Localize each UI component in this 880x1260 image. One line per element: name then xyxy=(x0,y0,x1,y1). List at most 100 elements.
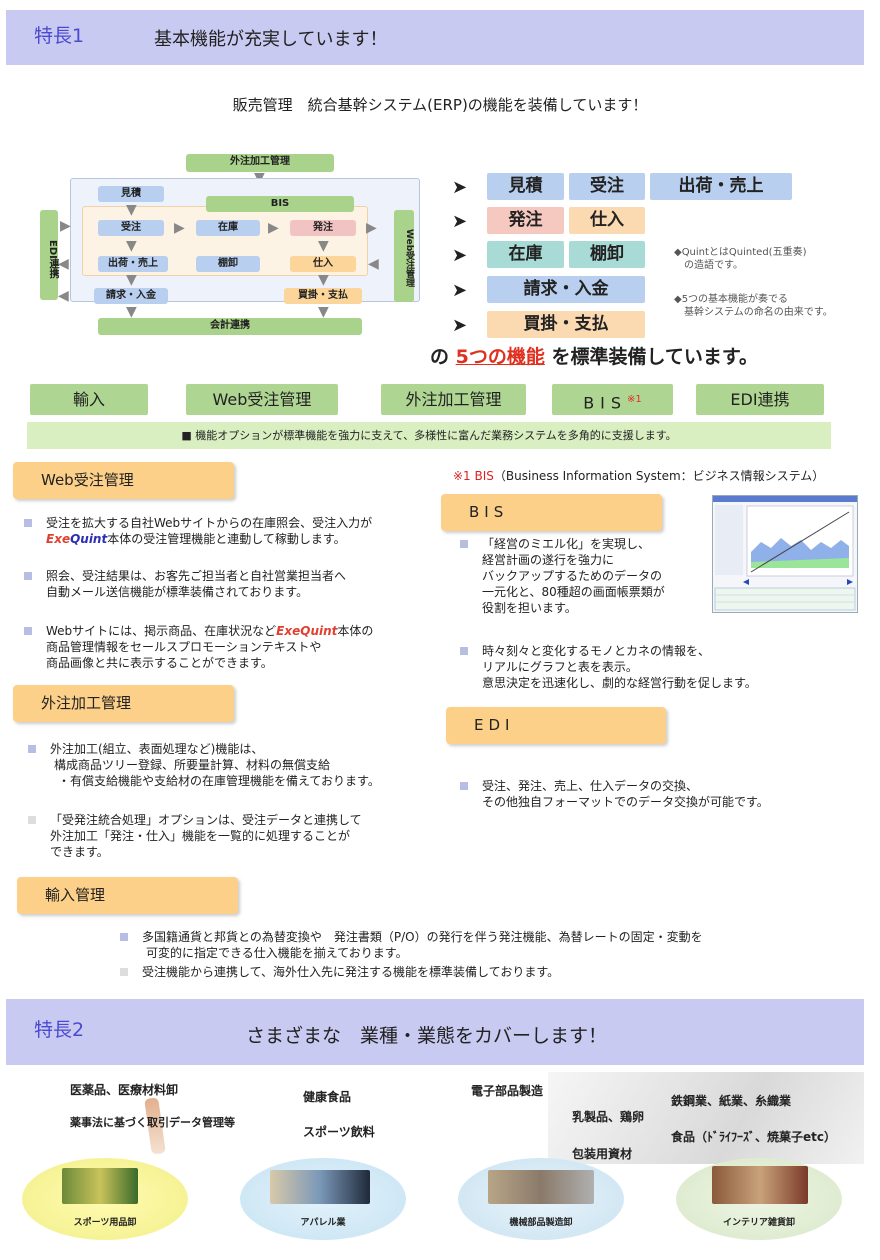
industry-electronics: 電子部品製造 xyxy=(471,1084,544,1098)
function-diagram: 外注加工管理 ▼ BIS EDI連携 Web受注管理 見積 受注 出荷・売上 在… xyxy=(38,152,428,337)
bullet-line: 照会、受注結果は、お客先ご担当者と自社営業担当者へ xyxy=(46,569,347,583)
web-bullet-1: 受注を拡大する自社Webサイトからの在庫照会、受注入力が ExeQuint本体の… xyxy=(24,515,373,547)
oval-label: スポーツ用品卸 xyxy=(73,1218,137,1228)
bullet-line: 「受発注統合処理」オプションは、受注データと連携して xyxy=(50,813,362,827)
bullet-line: 本体の xyxy=(337,624,374,638)
oval-label: アパレル業 xyxy=(300,1218,346,1228)
bullet-line: Webサイトには、掲示商品、在庫状況など xyxy=(46,624,277,638)
pointer-icon: ➤ xyxy=(452,177,468,198)
apparel-image xyxy=(270,1170,370,1204)
pointer-icon: ➤ xyxy=(452,245,468,266)
bullet-line: 「経営のミエル化」を実現し、 xyxy=(482,537,651,551)
arrow-right-icon: ▶ xyxy=(366,220,377,236)
bullet-icon xyxy=(24,519,32,527)
arrow-right-icon: ▶ xyxy=(268,220,279,236)
bis-bullet-2: 時々刻々と変化するモノとカネの情報を、 リアルにグラフと表を表示。 意思決定を迅… xyxy=(460,643,757,691)
bis-footnote-mark: ※1 BIS xyxy=(453,469,494,483)
note-line: 基幹システムの命名の由来です。 xyxy=(684,307,833,318)
diagram-stock: 在庫 xyxy=(196,220,260,236)
pointer-icon: ➤ xyxy=(452,315,468,336)
bullet-icon xyxy=(28,816,36,824)
tagline-post: を標準装備しています。 xyxy=(544,346,759,368)
diagram-order: 受注 xyxy=(98,220,164,236)
diagram-edi: EDI連携 xyxy=(40,210,58,300)
bullet-line: 自動メール送信機能が標準装備されております。 xyxy=(46,585,309,599)
logo-part: Quint xyxy=(70,532,108,546)
edi-section-heading: EDI xyxy=(446,707,666,744)
bullet-line: リアルにグラフと表を表示。 xyxy=(482,660,638,674)
edi-bullet-1: 受注、発注、売上、仕入データの交換、 その他独自フォーマットでのデータ交換が可能… xyxy=(460,778,769,810)
function-stock: 在庫 xyxy=(487,241,564,268)
option-bis-mark: ※1 xyxy=(627,394,642,405)
web-bullet-3: Webサイトには、掲示商品、在庫状況などExeQuint本体の 商品管理情報をセ… xyxy=(24,623,374,671)
outsource-section-heading: 外注加工管理 xyxy=(13,685,234,722)
industry-health: 健康食品 xyxy=(303,1090,352,1104)
function-billing: 請求・入金 xyxy=(487,276,645,303)
bullet-icon xyxy=(120,933,128,941)
diagram-quote: 見積 xyxy=(98,186,164,202)
exequint-logo: ExeQuint xyxy=(276,624,337,638)
arrow-down-icon: ▼ xyxy=(126,272,137,288)
option-import[interactable]: 輸入 xyxy=(30,384,148,415)
arrow-right-icon: ▶ xyxy=(174,220,185,236)
sporting-goods-image xyxy=(62,1168,138,1204)
feature2-title: さまざまな 業種・業態をカバーします！ xyxy=(246,1025,608,1047)
quint-note: ◆QuintとはQuinted(五重奏) の造語です。 xyxy=(674,246,807,272)
arrow-down-icon: ▼ xyxy=(318,272,329,288)
bullet-line: 時々刻々と変化するモノとカネの情報を、 xyxy=(482,644,711,658)
web-bullet-2: 照会、受注結果は、お客先ご担当者と自社営業担当者へ 自動メール送信機能が標準装備… xyxy=(24,568,347,600)
arrow-left-icon: ◀ xyxy=(368,256,379,272)
diagram-outsource: 外注加工管理 xyxy=(186,154,334,172)
oval-interior: インテリア雑貨卸 xyxy=(676,1158,842,1240)
bullet-line: 商品管理情報をセールスプロモーションテキストや xyxy=(46,640,322,654)
import-bullet-1: 多国籍通貨と邦貨との為替変換や 発注書類（P/O）の発行を伴う発注機能、為替レー… xyxy=(120,929,703,961)
bullet-icon xyxy=(460,647,468,655)
industry-pharma: 医薬品、医療材料卸 xyxy=(70,1083,179,1097)
diagram-bis: BIS xyxy=(206,196,354,212)
bis-footnote: ※1 BIS（Business Information System：ビジネス情… xyxy=(453,467,824,484)
outsource-bullet-2: 「受発注統合処理」オプションは、受注データと連携して 外注加工「発注・仕入」機能… xyxy=(28,812,362,860)
note-line: の造語です。 xyxy=(684,260,743,271)
options-description: ■ 機能オプションが標準機能を強力に支えて、多様性に富んだ業務システムを多角的に… xyxy=(27,422,831,449)
pointer-icon: ➤ xyxy=(452,211,468,232)
function-quote: 見積 xyxy=(487,173,564,200)
bullet-line: ・有償支給機能や支給材の在庫管理機能を備えております。 xyxy=(58,774,380,788)
industry-pharma-sub: 薬事法に基づく取引データ管理等 xyxy=(70,1116,235,1129)
exequint-logo: ExeQuint xyxy=(46,532,107,546)
oval-label: インテリア雑貨卸 xyxy=(722,1218,795,1228)
import-bullet-2: 受注機能から連携して、海外仕入先に発注する機能を標準装備しております。 xyxy=(120,964,559,980)
factory-photo xyxy=(548,1072,864,1164)
option-web-order[interactable]: Web受注管理 xyxy=(186,384,338,415)
pointer-icon: ➤ xyxy=(452,280,468,301)
bullet-line: バックアップするためのデータの xyxy=(482,569,663,583)
feature2-band: 特長2 さまざまな 業種・業態をカバーします！ xyxy=(6,999,864,1065)
diagram-ship: 出荷・売上 xyxy=(98,256,168,272)
tagline: の 5つの機能 を標準装備しています。 xyxy=(430,342,758,369)
bullet-icon xyxy=(24,627,32,635)
bis-screenshot-graphic xyxy=(713,496,857,611)
arrow-right-icon: ▶ xyxy=(60,218,71,234)
arrow-down-icon: ▼ xyxy=(318,304,329,320)
feature1-tag: 特長1 xyxy=(34,25,85,47)
bullet-line: 商品画像と共に表示することができます。 xyxy=(46,656,273,670)
bullet-line: 多国籍通貨と邦貨との為替変換や 発注書類（P/O）の発行を伴う発注機能、為替レー… xyxy=(142,930,703,944)
function-payable: 買掛・支払 xyxy=(487,311,645,338)
diagram-purchase: 発注 xyxy=(290,220,356,236)
note-line: ◆QuintとはQuinted(五重奏) xyxy=(674,247,807,258)
diagram-billing: 請求・入金 xyxy=(94,288,168,304)
outsource-bullet-1: 外注加工(組立、表面処理など)機能は、 構成商品ツリー登録、所要量計算、材料の無… xyxy=(28,741,380,789)
bullet-icon xyxy=(120,968,128,976)
import-section-heading: 輸入管理 xyxy=(17,877,238,914)
option-outsource[interactable]: 外注加工管理 xyxy=(381,384,526,415)
bis-footnote-text: （Business Information System：ビジネス情報システム） xyxy=(493,469,825,483)
bullet-line: その他独自フォーマットでのデータ交換が可能です。 xyxy=(482,795,769,809)
arrow-down-icon: ▼ xyxy=(126,238,137,254)
option-bis[interactable]: BIS※1 xyxy=(552,384,673,415)
tagline-pre: の xyxy=(430,346,456,368)
arrow-left-icon: ◀ xyxy=(58,288,69,304)
bullet-line: 外注加工(組立、表面処理など)機能は、 xyxy=(50,742,264,756)
diagram-inventory: 棚卸 xyxy=(196,256,260,272)
option-edi[interactable]: EDI連携 xyxy=(696,384,824,415)
bullet-line: 受注を拡大する自社Webサイトからの在庫照会、受注入力が xyxy=(46,516,373,530)
function-order: 受注 xyxy=(569,173,645,200)
